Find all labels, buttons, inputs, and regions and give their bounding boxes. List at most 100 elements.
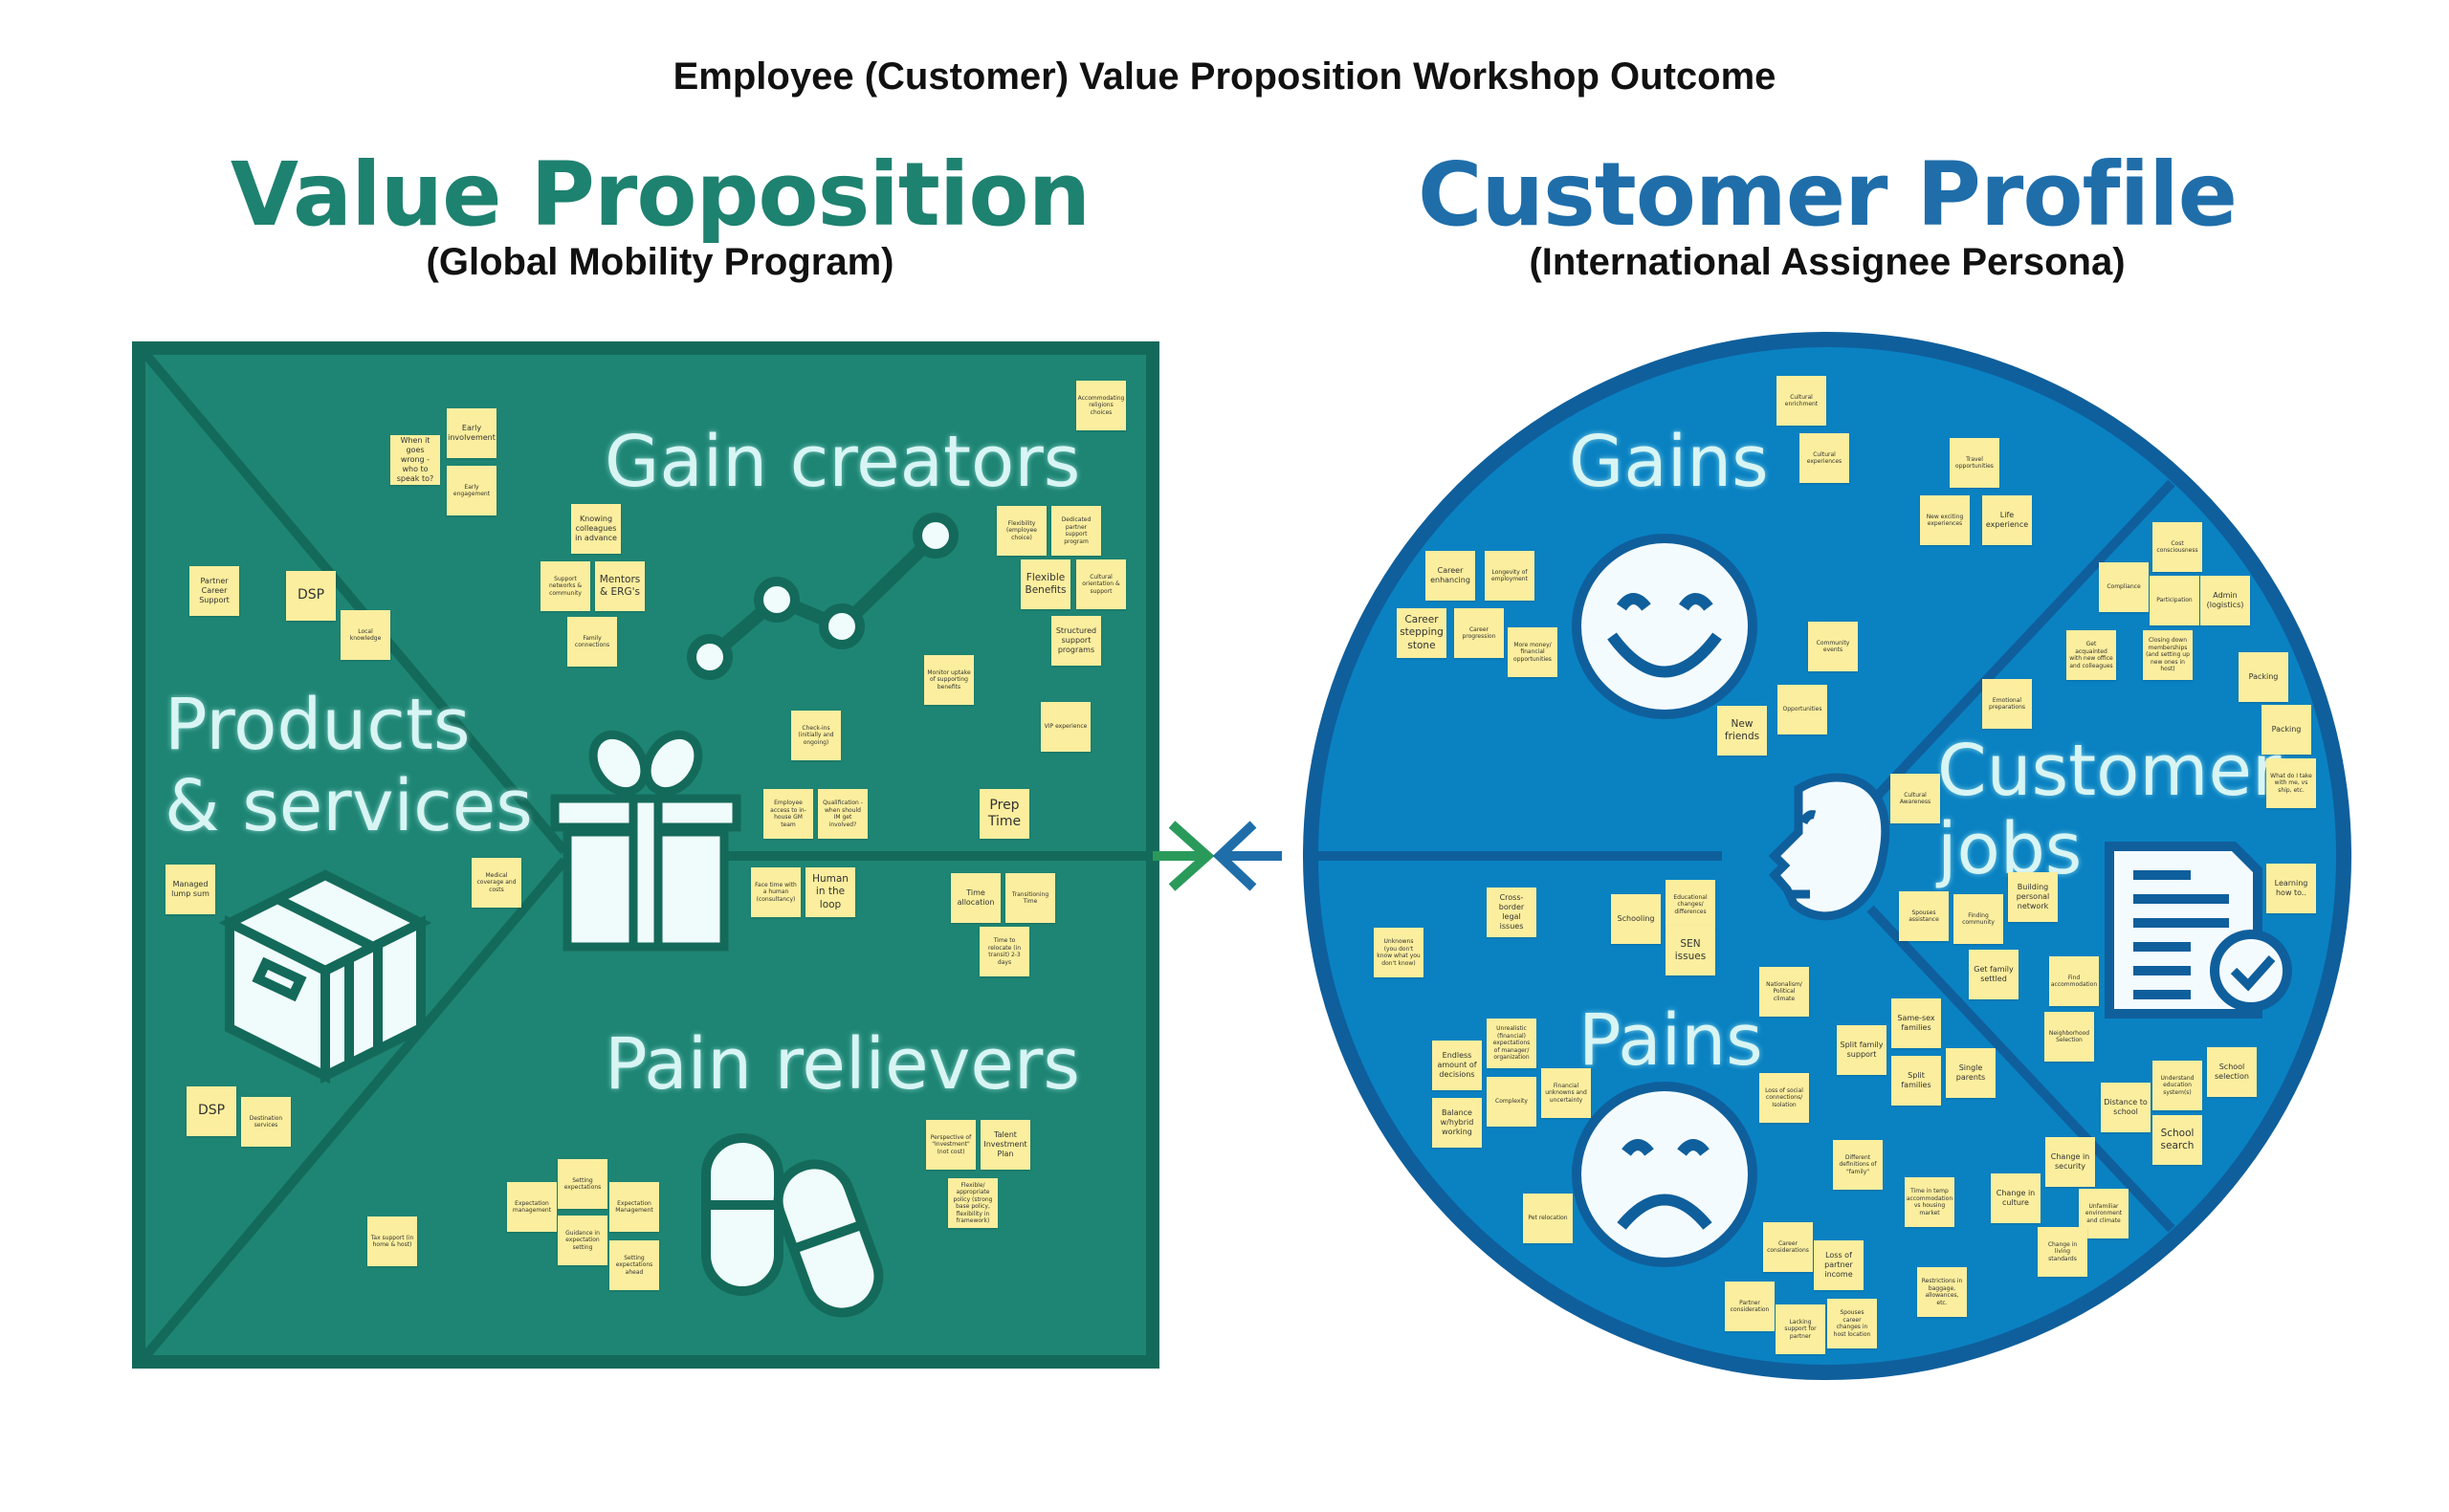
sticky-note[interactable]: Pet relocation	[1523, 1194, 1573, 1243]
sticky-note[interactable]: Compliance	[2099, 562, 2149, 612]
sticky-note[interactable]: Spouses assistance	[1899, 891, 1949, 941]
sticky-note[interactable]: Emotional preparations	[1982, 679, 2032, 729]
sticky-note[interactable]: Partner Career Support	[189, 566, 239, 616]
sticky-note[interactable]: Expectation management	[507, 1182, 557, 1232]
sticky-note[interactable]: What do I take with me, vs ship, etc.	[2266, 758, 2316, 808]
sticky-note[interactable]: Partner consideration	[1725, 1282, 1775, 1331]
sticky-note[interactable]: Unfamiliar environment and climate	[2079, 1189, 2129, 1238]
sticky-note[interactable]: Split family support	[1837, 1025, 1886, 1075]
sticky-note[interactable]: Tax support (in home & host)	[367, 1216, 417, 1266]
sticky-note[interactable]: Building personal network	[2008, 872, 2058, 922]
sticky-note[interactable]: Neighborhood Selection	[2044, 1012, 2094, 1062]
sticky-note[interactable]: Cultural experiences	[1799, 433, 1849, 483]
sticky-note[interactable]: Destination services	[241, 1097, 291, 1147]
sticky-note[interactable]: Cultural Awareness	[1890, 774, 1940, 823]
sticky-note[interactable]: Employee access to in-house GM team	[763, 789, 813, 839]
sticky-note[interactable]: Flexible Benefits	[1021, 559, 1070, 609]
sticky-note[interactable]: Check-ins (initially and ongoing)	[791, 711, 841, 760]
sticky-note[interactable]: Unknowns (you don't know what you don't …	[1374, 928, 1423, 977]
sticky-note[interactable]: Early involvement	[447, 408, 496, 458]
sticky-note[interactable]: Change in living standards	[2038, 1227, 2087, 1277]
sticky-note[interactable]: Time in temp accommodation vs housing ma…	[1905, 1177, 1954, 1227]
sticky-note[interactable]: Transitioning Time	[1005, 873, 1055, 923]
sticky-note[interactable]: Change in culture	[1991, 1173, 2041, 1223]
sticky-note[interactable]: Cultural enrichment	[1776, 376, 1826, 426]
sticky-note[interactable]: When it goes wrong - who to speak to?	[390, 435, 440, 485]
sticky-note[interactable]: Unrealistic (financial) expectations of …	[1487, 1019, 1536, 1068]
sticky-note[interactable]: Travel opportunities	[1950, 438, 1999, 488]
sticky-note[interactable]: Get acquainted with new office and colle…	[2066, 630, 2116, 680]
sticky-note[interactable]: Participation	[2150, 576, 2199, 625]
sticky-note[interactable]: Finding community	[1953, 894, 2003, 944]
sticky-note[interactable]: DSP	[286, 571, 336, 621]
sticky-note[interactable]: Life experience	[1982, 495, 2032, 545]
sticky-note[interactable]: Monitor uptake of supporting benefits	[924, 655, 974, 705]
sticky-note[interactable]: Cost consciousness	[2152, 522, 2202, 572]
sticky-note[interactable]: Change in security	[2045, 1137, 2095, 1187]
sticky-note[interactable]: Early engagement	[447, 466, 496, 515]
sticky-note[interactable]: Setting expectations ahead	[609, 1240, 659, 1290]
sticky-note[interactable]: Closing down memberships (and setting up…	[2143, 630, 2193, 680]
sticky-note[interactable]: Support networks & community	[541, 561, 590, 611]
sticky-note[interactable]: Opportunities	[1777, 685, 1827, 734]
sticky-note[interactable]: Flexible/ appropriate policy (strong bas…	[948, 1178, 998, 1228]
sticky-note[interactable]: Spouses career changes in host location	[1827, 1299, 1877, 1348]
sticky-note[interactable]: Knowing colleagues in advance	[571, 504, 621, 554]
sticky-note[interactable]: Admin (logistics)	[2200, 576, 2250, 625]
sticky-note[interactable]: Talent Investment Plan	[981, 1120, 1030, 1170]
sticky-note[interactable]: Lacking support for partner	[1776, 1304, 1825, 1354]
sticky-note[interactable]: Managed lump sum	[165, 865, 215, 914]
sticky-note[interactable]: Structured support programs	[1051, 616, 1101, 666]
sticky-note[interactable]: Flexibility (employee choice)	[997, 506, 1047, 556]
sticky-note[interactable]: Financial unknowns and uncertainty	[1541, 1068, 1591, 1118]
sticky-note[interactable]: Cultural orientation & support	[1076, 559, 1126, 609]
sticky-note[interactable]: Longevity of employment	[1485, 551, 1534, 601]
sticky-note[interactable]: School selection	[2207, 1047, 2257, 1097]
sticky-note[interactable]: Face time with a human (consultancy)	[751, 867, 801, 917]
sticky-note[interactable]: Dedicated partner support program	[1051, 506, 1101, 556]
sticky-note[interactable]: Complexity	[1487, 1077, 1536, 1127]
sticky-note[interactable]: Prep Time	[980, 789, 1029, 839]
sticky-note[interactable]: Loss of social connections/ Isolation	[1759, 1073, 1809, 1123]
sticky-note[interactable]: Same-sex families	[1891, 998, 1941, 1048]
sticky-note[interactable]: School search	[2152, 1115, 2202, 1165]
sticky-note[interactable]: Qualification - when should IM get invol…	[818, 789, 868, 839]
sticky-note[interactable]: Mentors & ERG's	[595, 561, 645, 611]
sticky-note[interactable]: Single parents	[1946, 1048, 1996, 1098]
sticky-note[interactable]: Packing	[2261, 705, 2311, 755]
sticky-note[interactable]: VIP experience	[1041, 702, 1091, 752]
sticky-note[interactable]: Career progression	[1454, 608, 1504, 658]
sticky-note[interactable]: Career considerations	[1763, 1222, 1813, 1272]
sticky-note[interactable]: Time to relocate (in transit) 2-3 days	[980, 927, 1029, 976]
sticky-note[interactable]: New exciting experiences	[1920, 495, 1970, 545]
sticky-note[interactable]: Find accommodation	[2049, 956, 2099, 1006]
sticky-note[interactable]: Setting expectations	[558, 1159, 607, 1209]
sticky-note[interactable]: Distance to school	[2101, 1083, 2151, 1132]
sticky-note[interactable]: Understand education system(s)	[2152, 1061, 2202, 1110]
sticky-note[interactable]: SEN issues	[1666, 926, 1715, 975]
sticky-note[interactable]: Medical coverage and costs	[472, 858, 521, 908]
sticky-note[interactable]: Different definitions of "family"	[1833, 1140, 1883, 1190]
sticky-note[interactable]: Local knowledge	[341, 610, 390, 660]
sticky-note[interactable]: Restrictions in baggage, allowances, etc…	[1917, 1267, 1967, 1317]
sticky-note[interactable]: Loss of partner income	[1814, 1240, 1864, 1290]
sticky-note[interactable]: Schooling	[1611, 894, 1661, 944]
sticky-note[interactable]: Expectation Management	[609, 1182, 659, 1232]
sticky-note[interactable]: Split families	[1891, 1056, 1941, 1106]
sticky-note[interactable]: Cross-border legal issues	[1487, 887, 1536, 937]
sticky-note[interactable]: Educational changes/ differences	[1666, 880, 1715, 930]
sticky-note[interactable]: Endless amount of decisions	[1432, 1041, 1482, 1090]
sticky-note[interactable]: More money/ financial opportunities	[1508, 627, 1557, 677]
sticky-note[interactable]: New friends	[1717, 706, 1767, 756]
sticky-note[interactable]: Packing	[2239, 652, 2288, 702]
sticky-note[interactable]: Human in the loop	[805, 867, 855, 917]
sticky-note[interactable]: Guidance in expectation setting	[558, 1216, 607, 1265]
sticky-note[interactable]: Career stepping stone	[1397, 608, 1446, 658]
sticky-note[interactable]: Perspective of "Investment" (not cost)	[926, 1120, 976, 1170]
sticky-note[interactable]: Time allocation	[951, 873, 1001, 923]
sticky-note[interactable]: Balance w/hybrid working	[1432, 1098, 1482, 1148]
sticky-note[interactable]: Career enhancing	[1425, 551, 1475, 601]
sticky-note[interactable]: Community events	[1808, 622, 1858, 671]
sticky-note[interactable]: Get family settled	[1969, 950, 2019, 999]
sticky-note[interactable]: DSP	[187, 1086, 236, 1136]
